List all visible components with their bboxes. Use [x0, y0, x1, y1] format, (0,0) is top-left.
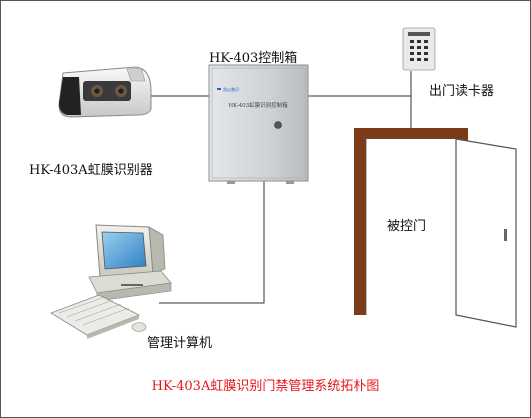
iris-scanner-label: HK-403A虹膜识别器	[29, 163, 153, 178]
control-box-label: HK-403控制箱	[209, 51, 298, 66]
monitor-screen	[101, 231, 147, 270]
diagram-title: HK-403A虹膜识别门禁管理系统拓朴图	[151, 379, 380, 394]
card-reader-label: 出门读卡器	[429, 84, 495, 99]
line-box-to-pc	[159, 181, 265, 304]
door-device	[354, 128, 517, 328]
line-box-to-reader	[308, 71, 412, 97]
control-box-lock-icon	[274, 121, 282, 129]
control-box-device: 凯以普贝 HK-403虹膜识别控制箱	[208, 64, 309, 184]
door-handle-icon	[504, 229, 507, 241]
keypad-icon	[410, 40, 428, 61]
iris-scanner-device	[58, 66, 152, 118]
control-box-plate: HK-403虹膜识别控制箱	[228, 101, 288, 109]
computer-label: 管理计算机	[147, 336, 213, 351]
control-box-brand: 凯以普贝	[223, 86, 239, 92]
connection-lines	[151, 71, 412, 304]
keyboard-icon	[50, 294, 140, 336]
door-label: 被控门	[387, 219, 427, 234]
computer-device	[50, 224, 172, 339]
mouse-icon	[131, 322, 147, 332]
card-reader-device	[402, 27, 436, 71]
